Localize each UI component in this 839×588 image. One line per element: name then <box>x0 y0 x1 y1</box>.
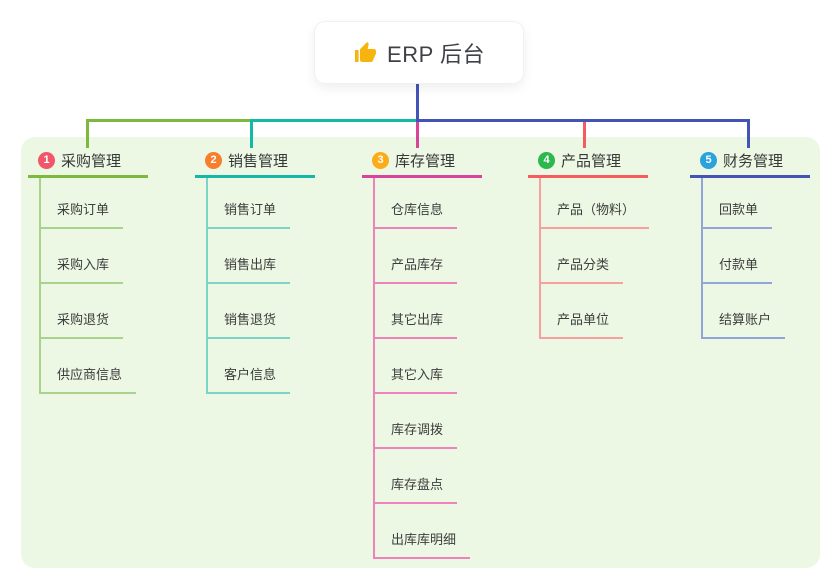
sub-item-label: 仓库信息 <box>375 199 458 229</box>
sub-item-label: 销售订单 <box>208 199 291 229</box>
sub-item[interactable]: 产品库存 <box>375 229 470 284</box>
branch-subtree: 采购订单采购入库采购退货供应商信息 <box>39 178 137 394</box>
branch-header[interactable]: 1 采购管理 <box>28 145 148 178</box>
bus-segment-blue <box>416 119 750 122</box>
sub-item-label: 采购订单 <box>41 199 124 229</box>
sub-item-label: 客户信息 <box>208 364 291 394</box>
branch-采购管理: 1 采购管理 采购订单采购入库采购退货供应商信息 <box>28 145 198 394</box>
sub-item-label: 采购退货 <box>41 309 124 339</box>
branch-header[interactable]: 5 财务管理 <box>690 145 810 178</box>
root-drop-line <box>416 83 419 122</box>
branch-subtree: 产品（物料） 产品分类产品单位 <box>539 178 650 339</box>
sub-item[interactable]: 产品单位 <box>541 284 649 339</box>
sub-item-label: 库存调拨 <box>375 419 458 449</box>
branch-drop-line <box>86 122 89 148</box>
sub-item-label: 采购入库 <box>41 254 124 284</box>
sub-item[interactable]: 仓库信息 <box>375 178 470 229</box>
branches-panel <box>21 137 820 568</box>
branch-header[interactable]: 3 库存管理 <box>362 145 482 178</box>
sub-item[interactable]: 库存盘点 <box>375 449 470 504</box>
branch-header[interactable]: 2 销售管理 <box>195 145 315 178</box>
branch-库存管理: 3 库存管理 仓库信息产品库存其它出库其它入库库存调拨库存盘点出库库明细 <box>362 145 532 559</box>
sub-item-label: 回款单 <box>703 199 773 229</box>
branch-number-badge: 2 <box>205 151 222 169</box>
sub-item-label: 付款单 <box>703 254 773 284</box>
sub-item[interactable]: 结算账户 <box>703 284 786 339</box>
sub-item[interactable]: 销售订单 <box>208 178 291 229</box>
branch-header[interactable]: 4 产品管理 <box>528 145 648 178</box>
sub-item-label: 销售退货 <box>208 309 291 339</box>
sub-item-label: 库存盘点 <box>375 474 458 504</box>
sub-item-label: 出库库明细 <box>375 529 471 559</box>
sub-item-label: 其它出库 <box>375 309 458 339</box>
sub-item[interactable]: 付款单 <box>703 229 785 284</box>
sub-item[interactable]: 采购订单 <box>41 178 136 229</box>
sub-item[interactable]: 采购入库 <box>41 229 136 284</box>
sub-item[interactable]: 产品分类 <box>541 229 649 284</box>
root-label: ERP 后台 <box>387 41 485 67</box>
sub-item[interactable]: 客户信息 <box>208 339 291 394</box>
sub-item[interactable]: 出库库明细 <box>375 504 471 559</box>
branch-drop-line <box>250 122 253 148</box>
sub-item[interactable]: 销售退货 <box>208 284 291 339</box>
sub-item[interactable]: 其它出库 <box>375 284 470 339</box>
sub-item[interactable]: 供应商信息 <box>41 339 137 394</box>
branch-number-badge: 4 <box>538 151 555 169</box>
branch-label: 采购管理 <box>61 152 122 170</box>
branch-label: 销售管理 <box>228 152 289 170</box>
branch-subtree: 仓库信息产品库存其它出库其它入库库存调拨库存盘点出库库明细 <box>373 178 471 559</box>
branch-drop-line <box>747 122 750 148</box>
sub-item[interactable]: 产品（物料） <box>541 178 650 229</box>
sub-item-label: 结算账户 <box>703 309 786 339</box>
bus-segment-green <box>86 119 253 122</box>
sub-item-label: 销售出库 <box>208 254 291 284</box>
sub-item-label: 供应商信息 <box>41 364 137 394</box>
sub-item[interactable]: 其它入库 <box>375 339 470 394</box>
sub-item-label: 产品分类 <box>541 254 624 284</box>
branch-number-badge: 3 <box>372 151 389 169</box>
bus-segment-teal <box>250 119 419 122</box>
branch-subtree: 回款单付款单结算账户 <box>701 178 786 339</box>
sub-item[interactable]: 库存调拨 <box>375 394 470 449</box>
sub-item-label: 产品库存 <box>375 254 458 284</box>
branch-销售管理: 2 销售管理 销售订单销售出库销售退货客户信息 <box>195 145 365 394</box>
branch-subtree: 销售订单销售出库销售退货客户信息 <box>206 178 291 394</box>
branch-label: 产品管理 <box>561 152 622 170</box>
branch-产品管理: 4 产品管理 产品（物料） 产品分类产品单位 <box>528 145 698 339</box>
thumbs-up-icon <box>355 41 377 62</box>
branch-number-badge: 5 <box>700 151 717 169</box>
branch-label: 财务管理 <box>723 152 784 170</box>
sub-item-label: 其它入库 <box>375 364 458 394</box>
branch-number-badge: 1 <box>38 151 55 169</box>
root-node[interactable]: ERP 后台 <box>315 22 523 83</box>
branch-label: 库存管理 <box>395 152 456 170</box>
sub-item[interactable]: 销售出库 <box>208 229 291 284</box>
branch-drop-line <box>416 122 419 148</box>
sub-item[interactable]: 采购退货 <box>41 284 136 339</box>
sub-item[interactable]: 回款单 <box>703 178 785 229</box>
branch-drop-line <box>583 122 586 148</box>
branch-财务管理: 5 财务管理 回款单付款单结算账户 <box>690 145 839 339</box>
sub-item-label: 产品（物料） <box>541 199 650 229</box>
sub-item-label: 产品单位 <box>541 309 624 339</box>
